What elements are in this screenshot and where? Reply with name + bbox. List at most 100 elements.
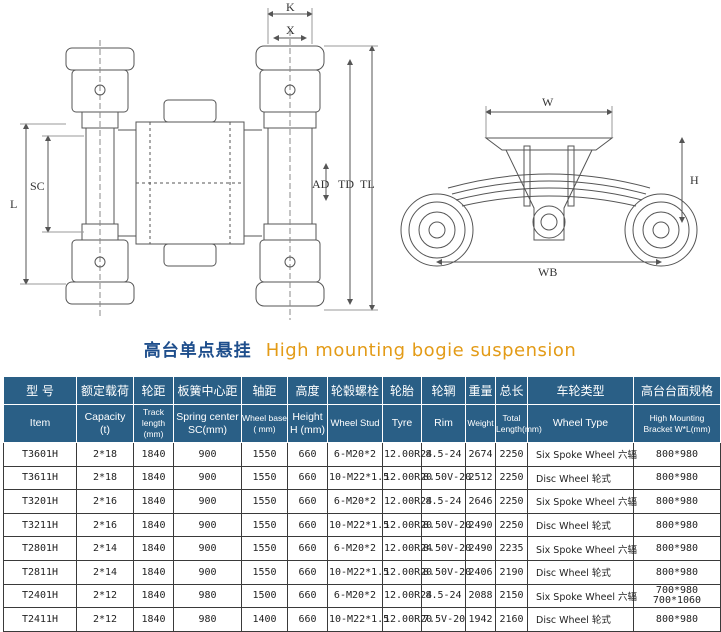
header-line: Tyre: [391, 417, 413, 429]
table-cell: 12.00R20: [382, 465, 432, 491]
table-cell: 2*18: [76, 465, 134, 491]
header-line: Spring center: [176, 410, 239, 423]
header-line: Weight: [467, 418, 494, 428]
table-cell: 10-M22*1.5: [327, 465, 389, 491]
table-cell: 10-M22*1.5: [327, 559, 389, 585]
dim-label-k: K: [286, 0, 295, 14]
table-cell: 1942: [465, 607, 496, 632]
table-cell: Six Spoke Wheel 六辐: [527, 536, 637, 561]
table-cell: 660: [287, 489, 328, 514]
header-en-cell: Wheel Type: [527, 404, 634, 443]
table-cell: 8.50V-20: [421, 559, 471, 585]
table-cell: 2235: [495, 536, 528, 561]
table-cell: 800*980: [633, 512, 721, 538]
header-row-en: Item Capacity(t) Track length(mm) Spring…: [3, 404, 721, 443]
table-cell: 2406: [465, 559, 496, 585]
bracket-size: 700*980: [655, 584, 699, 596]
table-cell: Disc Wheel 轮式: [527, 607, 634, 632]
table-cell: Six Spoke Wheel 六辐: [527, 442, 637, 467]
table-cell: 800*980: [633, 536, 721, 561]
table-cell: 1840: [133, 583, 174, 609]
table-cell: 1550: [241, 559, 288, 585]
header-line: Item: [29, 417, 51, 429]
table-cell: Disc Wheel 轮式: [527, 512, 634, 538]
table-cell: 1840: [133, 559, 174, 585]
header-line: Wheel Type: [552, 417, 609, 429]
table-cell: 6-M20*2: [327, 536, 383, 561]
header-cn-cell: 总长: [495, 376, 528, 405]
table-cell: 900: [173, 536, 242, 561]
side-view: [400, 106, 698, 267]
top-view: [20, 8, 378, 320]
table-cell: 800*980: [633, 442, 721, 467]
header-cn-cell: 额定载荷: [76, 376, 134, 405]
table-cell: 2*14: [76, 536, 134, 561]
table-cell: 6-M20*2: [327, 489, 383, 514]
header-line: Total: [502, 412, 521, 423]
right-wheel-column: [255, 30, 325, 320]
table-cell: 12.00R20: [382, 607, 432, 632]
table-cell: 12.00R24: [382, 442, 432, 467]
table-cell: 2190: [495, 559, 528, 585]
suspension-drawing-svg: K X L SC AD TD TL: [10, 0, 699, 320]
table-cell: T3601H: [3, 442, 77, 467]
table-cell: T2801H: [3, 536, 77, 561]
table-cell: 12.00R20: [382, 512, 432, 538]
table-cell: 8.5-24: [421, 583, 466, 609]
table-cell: 980: [173, 607, 242, 632]
table-cell: 2*16: [76, 489, 134, 514]
table-cell: 2490: [465, 512, 496, 538]
table-cell: 660: [287, 607, 328, 632]
header-en-cell: Item: [3, 404, 77, 443]
header-cn-cell: 轴距: [241, 376, 288, 405]
table-cell: 2088: [465, 583, 496, 609]
header-en-cell: Wheel base( mm): [241, 404, 288, 443]
table-cell: 2*14: [76, 559, 134, 585]
bracket-size-shared: 700*1060: [652, 594, 702, 606]
table-cell: 8.50V-20: [421, 465, 471, 491]
header-line: Wheel base: [242, 412, 287, 423]
header-cn-cell: 轮胎: [382, 376, 422, 405]
table-cell: 6-M20*2: [327, 442, 383, 467]
header-en-cell: Track length(mm): [133, 404, 174, 443]
table-cell: 2160: [495, 607, 528, 632]
header-en-cell: Rim: [421, 404, 466, 443]
table-cell: Disc Wheel 轮式: [527, 465, 634, 491]
table-cell: 660: [287, 536, 328, 561]
table-cell: 2674: [465, 442, 496, 467]
header-line: (t): [100, 423, 110, 436]
header-en-cell: Capacity(t): [76, 404, 134, 443]
header-line: Length(mm): [496, 423, 542, 434]
table-cell: 2150: [495, 583, 528, 609]
table-cell: 2490: [465, 536, 496, 561]
table-cell: T3611H: [3, 465, 77, 491]
header-line: Track length: [141, 407, 166, 428]
table-cell: 800*980: [633, 559, 721, 585]
dim-label-tl: TL: [360, 177, 375, 191]
central-frame: [118, 99, 262, 267]
table-cell: 1550: [241, 536, 288, 561]
table-cell: 2*12: [76, 583, 134, 609]
dim-label-x: X: [286, 23, 295, 37]
header-line: High Mounting: [649, 412, 705, 423]
table-cell: Disc Wheel 轮式: [527, 559, 634, 585]
table-cell: 1550: [241, 512, 288, 538]
table-cell: 900: [173, 442, 242, 467]
table-cell: 1840: [133, 442, 174, 467]
table-cell: 660: [287, 465, 328, 491]
dim-label-ad: AD: [312, 177, 330, 191]
table-cell: 1500: [241, 583, 288, 609]
header-line: SC(mm): [187, 423, 228, 436]
table-cell: 2250: [495, 512, 528, 538]
table-cell: T2411H: [3, 607, 77, 632]
table-cell: 900: [173, 512, 242, 538]
table-cell: 12.00R24: [382, 583, 432, 609]
